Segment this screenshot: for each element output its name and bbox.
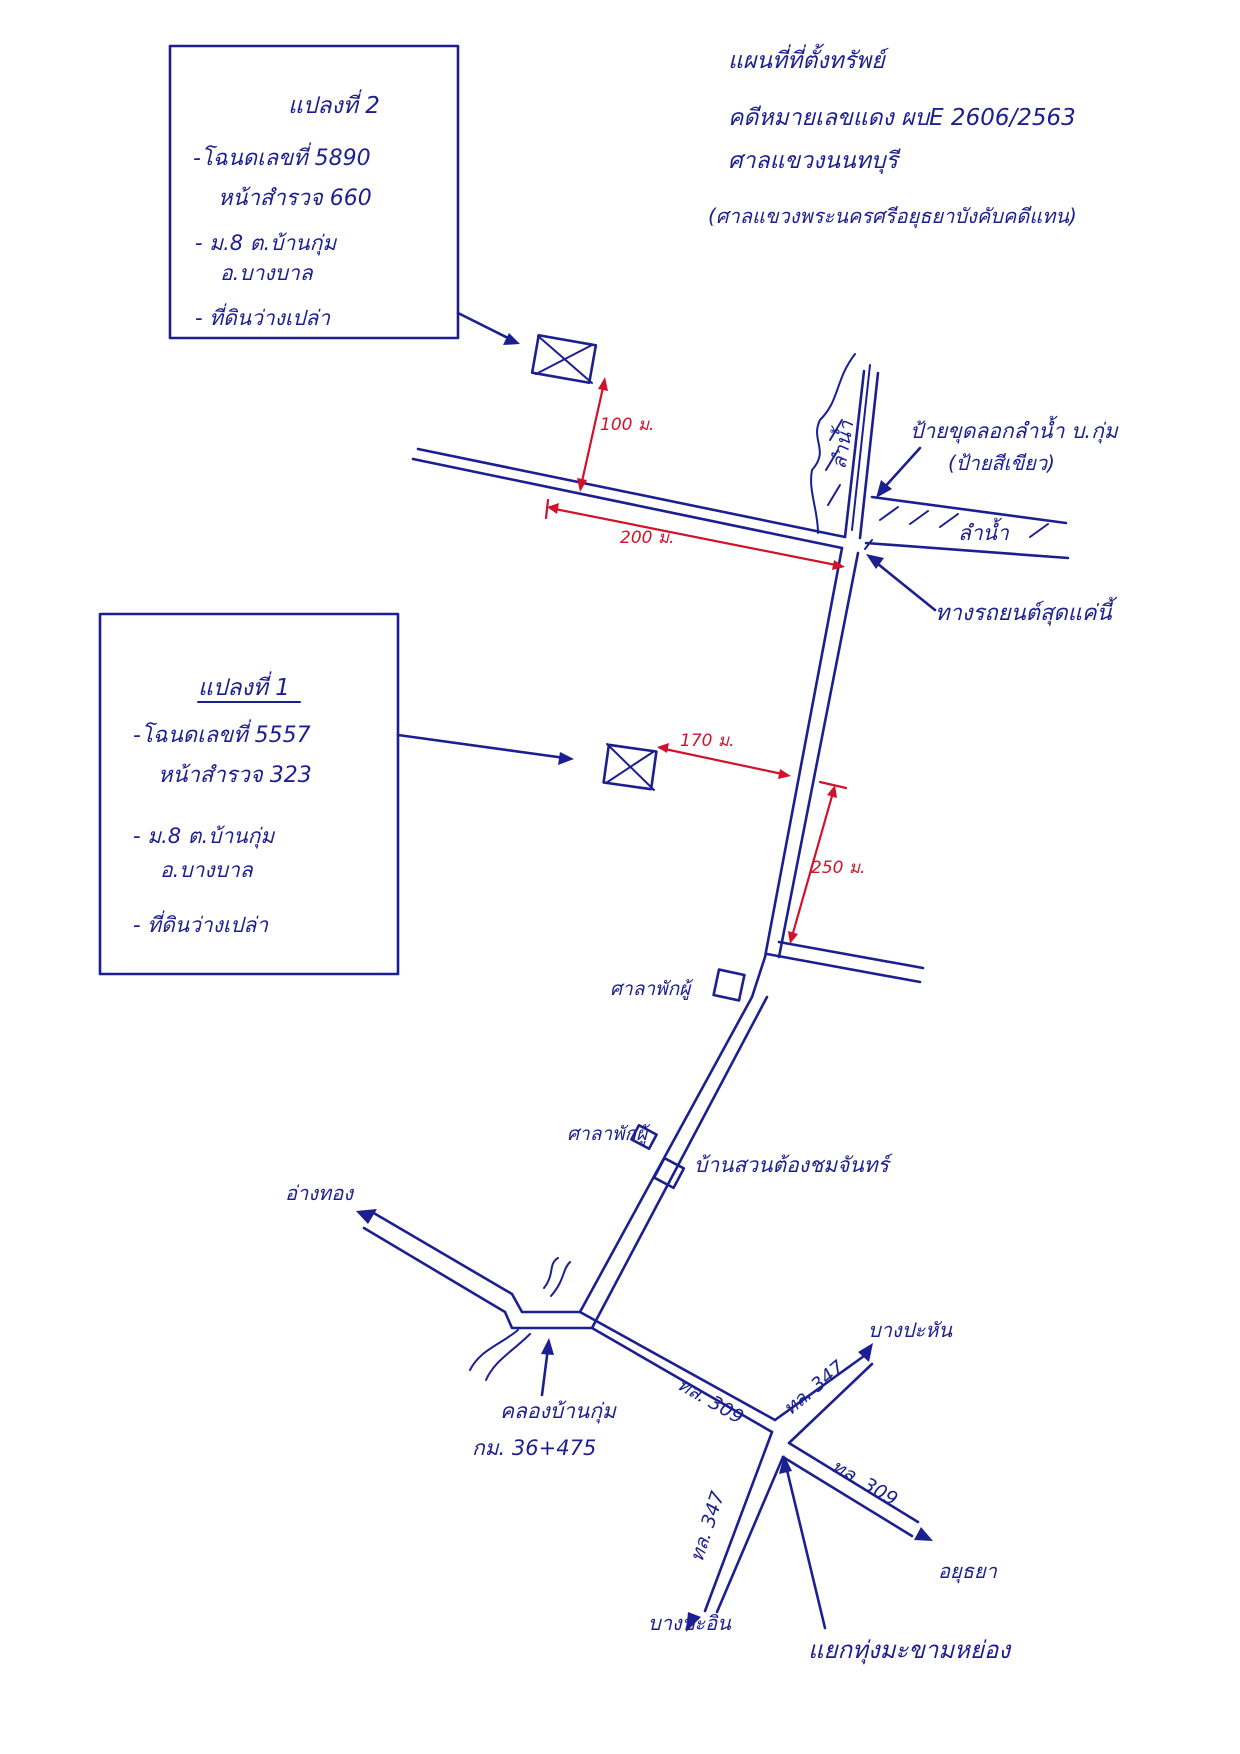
ayutthaya-label: อยุธยา (938, 1559, 998, 1584)
title-line-4: (ศาลแขวงพระนครศรีอยุธยาบังคับคดีแทน) (708, 204, 1077, 229)
road-end-arrow (866, 554, 937, 612)
parcel-2-status: - ที่ดินว่างเปล่า (195, 303, 331, 330)
village-road (578, 546, 860, 1330)
side-road-south (765, 940, 925, 984)
stream-sign-sublabel: (ป้ายสีเขียว) (948, 451, 1055, 475)
parcel-1-location-1: - ม.8 ต.บ้านกุ่ม (133, 824, 275, 849)
parcel-1-survey: หน้าสำรวจ 323 (158, 763, 312, 788)
parcel-1-info-box: แปลงที่ 1 -โฉนดเลขที่ 5557 หน้าสำรวจ 323… (98, 612, 400, 976)
route-309-east-label: ทล. 309 (828, 1455, 902, 1510)
sala-2: ศาลาพักผู้ (567, 1123, 686, 1190)
distance-200m: 200 ม. (544, 498, 845, 570)
bangpahan-label: บางปะหัน (868, 1318, 953, 1342)
canal-label: คลองบ้านกุ่ม (500, 1399, 617, 1424)
road-north-of-end (843, 369, 880, 540)
bangpain-label: บางปะอิน (648, 1611, 732, 1635)
parcel-2-marker (530, 333, 598, 385)
parcel-2-location-2: อ.บางบาล (220, 261, 314, 285)
parcel-1-pointer-arrow (396, 733, 574, 765)
distance-100m-label: 100 ม. (600, 415, 654, 435)
arrow-to-bangpahan (858, 1343, 873, 1362)
feeder-road-to-plot-2 (411, 447, 847, 550)
arrow-to-ayutthaya (914, 1527, 933, 1541)
stream-horizontal: ลำน้ำ (879, 506, 1049, 545)
map-title: แผนที่ที่ตั้งทรัพย์ คดีหมายเลขแดง ผบE 26… (708, 43, 1077, 229)
distance-170m-label: 170 ม. (680, 731, 734, 751)
highway-309 (362, 1210, 920, 1538)
junction-label: แยกทุ่งมะขามหย่อง (808, 1636, 1012, 1665)
distance-100m: 100 ม. (577, 377, 654, 492)
parcel-1-status: - ที่ดินว่างเปล่า (133, 910, 269, 937)
parcel-1-marker (602, 743, 658, 791)
title-line-3: ศาลแขวงนนทบุรี (728, 148, 901, 174)
parcel-1-location-2: อ.บางบาล (160, 858, 254, 882)
stream-sign-arrow (876, 446, 922, 498)
angthong-label: อ่างทอง (285, 1181, 354, 1205)
canal-side-road (864, 495, 1070, 560)
stream-sign-label: ป้ายขุดลอกลำน้ำ บ.กุ่ม (910, 415, 1119, 444)
sala-1: ศาลาพักผู้ (610, 968, 746, 1002)
canal-ban-kum (469, 1257, 571, 1381)
route-347-south-label: ทล. 347 (686, 1489, 729, 1565)
parcel-1-deed: -โฉนดเลขที่ 5557 (133, 719, 311, 748)
distance-250m: 250 ม. (788, 780, 865, 944)
parcel-2-info-box: แปลงที่ 2 -โฉนดเลขที่ 5890 หน้าสำรวจ 660… (168, 44, 460, 340)
route-347-north-label: ทล. 347 (779, 1356, 849, 1419)
sala-1-label: ศาลาพักผู้ (610, 978, 694, 1000)
village-label: บ้านสวนต้องชมจันทร์ (694, 1153, 893, 1177)
highway-347 (703, 1354, 874, 1614)
parcel-2-pointer-arrow (456, 311, 520, 345)
distance-200m-label: 200 ม. (620, 528, 674, 548)
arrow-to-angthong (356, 1209, 377, 1224)
distance-170m: 170 ม. (657, 731, 791, 779)
canal-arrow (540, 1338, 554, 1397)
parcel-2-location-1: - ม.8 ต.บ้านกุ่ม (195, 231, 337, 256)
canal-km-label: กม. 36+475 (472, 1436, 596, 1460)
title-line-1: แผนที่ที่ตั้งทรัพย์ (728, 43, 890, 74)
stream-horizontal-label: ลำน้ำ (958, 517, 1010, 545)
sala-2-label: ศาลาพักผู้ (567, 1123, 651, 1145)
route-309-west-label: ทล. 309 (674, 1373, 748, 1428)
parcel-1-heading: แปลงที่ 1 (198, 671, 290, 701)
distance-250m-label: 250 ม. (811, 858, 865, 878)
arrow-to-bangpain (686, 1612, 701, 1632)
road-end-label: ทางรถยนต์สุดแค่นี้ (935, 596, 1118, 626)
junction-arrow (779, 1455, 827, 1630)
stream-vertical: ลำน้ำ (810, 353, 871, 534)
parcel-2-heading: แปลงที่ 2 (288, 89, 380, 119)
title-line-2: คดีหมายเลขแดง ผบE 2606/2563 (728, 105, 1076, 131)
parcel-2-deed: -โฉนดเลขที่ 5890 (193, 142, 371, 171)
parcel-2-survey: หน้าสำรวจ 660 (218, 186, 372, 211)
